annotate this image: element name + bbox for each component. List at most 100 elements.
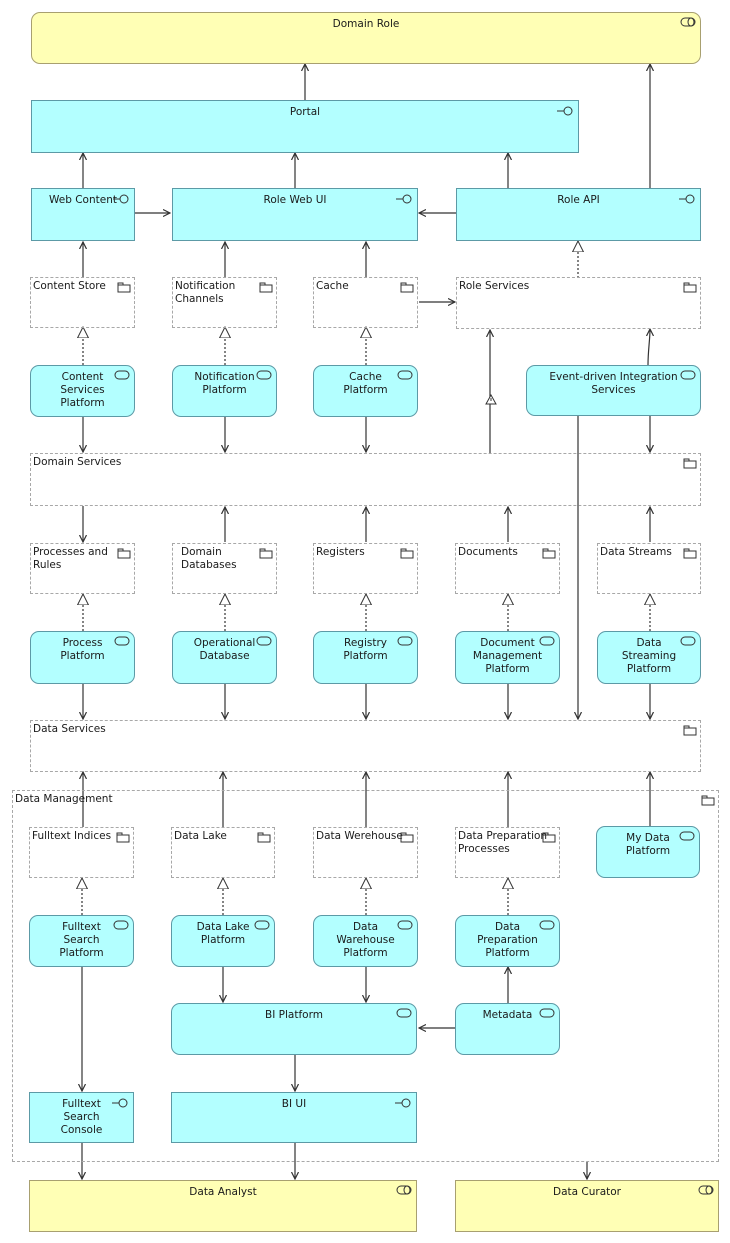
cache-platform-label: Cache Platform bbox=[343, 371, 388, 396]
folder-icon bbox=[116, 832, 130, 843]
data-analyst-role[interactable]: Data Analyst bbox=[29, 1180, 417, 1232]
service-icon bbox=[680, 636, 696, 646]
data-lake-platform[interactable]: Data Lake Platform bbox=[171, 915, 275, 967]
data-warehouse-platform[interactable]: Data Warehouse Platform bbox=[313, 915, 418, 967]
data-preparation-platform[interactable]: Data Preparation Platform bbox=[455, 915, 560, 967]
role-web-ui-label: Role Web UI bbox=[263, 194, 327, 206]
operational-database-label: Operational Database bbox=[193, 637, 256, 662]
bi-ui-label: BI UI bbox=[281, 1098, 307, 1110]
metadata-service[interactable]: Metadata bbox=[455, 1003, 560, 1055]
service-icon bbox=[679, 831, 695, 841]
portal-label: Portal bbox=[289, 106, 321, 118]
interface-icon bbox=[396, 194, 412, 204]
interface-icon bbox=[557, 106, 573, 116]
event-driven-integration-services[interactable]: Event-driven Integration Services bbox=[526, 365, 701, 416]
role-icon bbox=[680, 17, 696, 27]
data-management-label: Data Management bbox=[15, 793, 113, 805]
bi-platform-label: BI Platform bbox=[265, 1009, 323, 1021]
service-icon bbox=[397, 370, 413, 380]
service-icon bbox=[256, 370, 272, 380]
domain-services-label: Domain Services bbox=[33, 456, 122, 468]
portal-interface[interactable]: Portal bbox=[31, 100, 579, 153]
document-management-platform-label: Document Management Platform bbox=[472, 637, 543, 675]
role-web-ui-interface[interactable]: Role Web UI bbox=[172, 188, 418, 241]
warning-icon bbox=[485, 393, 497, 405]
my-data-platform[interactable]: My Data Platform bbox=[596, 826, 700, 878]
registry-platform[interactable]: Registry Platform bbox=[313, 631, 418, 684]
service-icon bbox=[114, 636, 130, 646]
fulltext-indices-group[interactable]: Fulltext Indices bbox=[29, 827, 134, 878]
registers-group[interactable]: Registers bbox=[313, 543, 418, 594]
cache-platform[interactable]: Cache Platform bbox=[313, 365, 418, 417]
domain-databases-group[interactable]: Domain Databases bbox=[172, 543, 277, 594]
folder-icon bbox=[683, 548, 697, 559]
event-driven-integration-services-label: Event-driven Integration Services bbox=[549, 371, 678, 396]
data-services-group[interactable]: Data Services bbox=[30, 720, 701, 772]
notification-platform-label: Notification Platform bbox=[194, 371, 255, 396]
role-icon bbox=[698, 1185, 714, 1195]
interface-icon bbox=[113, 194, 129, 204]
data-management-group[interactable]: Data Management bbox=[12, 790, 719, 1162]
folder-icon bbox=[542, 548, 556, 559]
content-services-platform[interactable]: Content Services Platform bbox=[30, 365, 135, 417]
folder-icon bbox=[117, 548, 131, 559]
notification-channels-label: Notification Channels bbox=[175, 280, 236, 305]
service-icon bbox=[254, 920, 270, 930]
data-curator-role[interactable]: Data Curator bbox=[455, 1180, 719, 1232]
processes-and-rules-label: Processes and Rules bbox=[33, 546, 108, 571]
web-content-label: Web Content bbox=[49, 194, 117, 206]
data-lake-group[interactable]: Data Lake bbox=[171, 827, 275, 878]
folder-icon bbox=[701, 795, 715, 806]
service-icon bbox=[256, 636, 272, 646]
bi-ui-interface[interactable]: BI UI bbox=[171, 1092, 417, 1143]
fulltext-search-console-interface[interactable]: Fulltext Search Console bbox=[29, 1092, 134, 1143]
fulltext-search-platform[interactable]: Fulltext Search Platform bbox=[29, 915, 134, 967]
notification-platform[interactable]: Notification Platform bbox=[172, 365, 277, 417]
data-analyst-label: Data Analyst bbox=[189, 1186, 257, 1198]
fulltext-search-console-label: Fulltext Search Console bbox=[60, 1098, 103, 1136]
folder-icon bbox=[259, 282, 273, 293]
process-platform[interactable]: Process Platform bbox=[30, 631, 135, 684]
data-streams-group[interactable]: Data Streams bbox=[597, 543, 701, 594]
data-werehouse-label: Data Werehouse bbox=[316, 830, 403, 842]
interface-icon bbox=[679, 194, 695, 204]
operational-database[interactable]: Operational Database bbox=[172, 631, 277, 684]
data-preparation-platform-label: Data Preparation Platform bbox=[477, 921, 538, 959]
service-icon bbox=[539, 920, 555, 930]
bi-platform[interactable]: BI Platform bbox=[171, 1003, 417, 1055]
domain-services-group[interactable]: Domain Services bbox=[30, 453, 701, 506]
service-icon bbox=[113, 920, 129, 930]
documents-group[interactable]: Documents bbox=[455, 543, 560, 594]
metadata-label: Metadata bbox=[482, 1009, 533, 1021]
role-icon bbox=[396, 1185, 412, 1195]
domain-databases-label: Domain Databases bbox=[181, 546, 237, 571]
content-store-group[interactable]: Content Store bbox=[30, 277, 135, 328]
fulltext-indices-label: Fulltext Indices bbox=[32, 830, 112, 842]
registers-label: Registers bbox=[316, 546, 365, 558]
web-content-interface[interactable]: Web Content bbox=[31, 188, 135, 241]
interface-icon bbox=[395, 1098, 411, 1108]
data-lake-label: Data Lake bbox=[174, 830, 227, 842]
document-management-platform[interactable]: Document Management Platform bbox=[455, 631, 560, 684]
folder-icon bbox=[117, 282, 131, 293]
role-api-interface[interactable]: Role API bbox=[456, 188, 701, 241]
data-streaming-platform-label: Data Streaming Platform bbox=[621, 637, 677, 675]
folder-icon bbox=[400, 832, 414, 843]
cache-group[interactable]: Cache bbox=[313, 277, 418, 328]
role-services-group[interactable]: Role Services bbox=[456, 277, 701, 329]
data-preparation-processes-group[interactable]: Data Preparation Processes bbox=[455, 827, 560, 878]
content-store-label: Content Store bbox=[33, 280, 106, 292]
folder-icon bbox=[683, 282, 697, 293]
data-werehouse-group[interactable]: Data Werehouse bbox=[313, 827, 418, 878]
folder-icon bbox=[683, 725, 697, 736]
cache-label: Cache bbox=[316, 280, 349, 292]
domain-role[interactable]: Domain Role bbox=[31, 12, 701, 64]
processes-and-rules-group[interactable]: Processes and Rules bbox=[30, 543, 135, 594]
folder-icon bbox=[542, 832, 556, 843]
service-icon bbox=[114, 370, 130, 380]
notification-channels-group[interactable]: Notification Channels bbox=[172, 277, 277, 328]
fulltext-search-platform-label: Fulltext Search Platform bbox=[59, 921, 104, 959]
data-streaming-platform[interactable]: Data Streaming Platform bbox=[597, 631, 701, 684]
service-icon bbox=[397, 636, 413, 646]
